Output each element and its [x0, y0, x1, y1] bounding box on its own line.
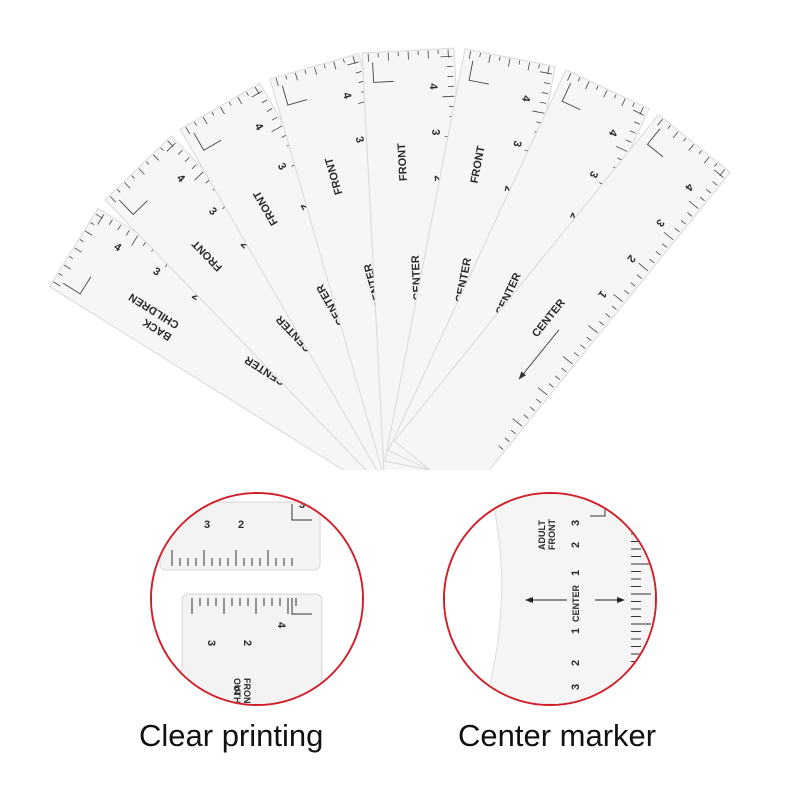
- zoom-clear-printing-detail: 4 3 2 3 3 2 4 OUTH FRONT 2: [152, 494, 362, 704]
- ruler-number: 3: [587, 169, 600, 180]
- ruler-number: 3: [151, 265, 163, 278]
- ruler-number: 2: [190, 290, 202, 303]
- zoom-clear-printing: 4 3 2 3 3 2 4 OUTH FRONT 2: [150, 492, 364, 706]
- arrow-down-icon: [518, 371, 526, 380]
- ruler-number: 3: [353, 135, 366, 144]
- zoom-left-num-6: 2: [241, 640, 253, 646]
- zoom-left-num-3: 2: [238, 519, 244, 531]
- ruler-size-label: FRONT: [396, 143, 410, 182]
- zoom-right-num-3: 1: [570, 570, 582, 576]
- zoom-left-num-1: 4: [174, 519, 181, 531]
- ruler-number: 3: [510, 139, 523, 147]
- zoom-right-label-b: FRONT: [547, 519, 557, 550]
- zoom-right-num-6: 3: [570, 684, 582, 690]
- zoom-left-num-4: 3: [299, 499, 305, 511]
- ruler-number: 2: [432, 175, 444, 182]
- zoom-left-label-b: FRONT: [242, 678, 252, 704]
- zoom-right-num-1: 3: [570, 520, 582, 526]
- caption-clear-printing: Clear printing: [139, 718, 324, 753]
- zoom-right-label-a: ADULT: [537, 520, 547, 550]
- zoom-left-label-a: OUTH: [232, 678, 242, 704]
- zoom-left-num-7: 4: [275, 622, 287, 629]
- zoom-left-num-5: 3: [205, 640, 217, 646]
- ruler-number: 2: [502, 185, 515, 193]
- zoom-left-tail: 2: [234, 685, 240, 697]
- ruler-number: 3: [429, 129, 441, 136]
- ruler-number: 4: [427, 83, 439, 91]
- ruler-fan: 4321CENTERCHILDRENBACK4321CENTERFRONT432…: [48, 47, 731, 470]
- caption-center-marker: Center marker: [458, 718, 657, 753]
- arrow-right-icon: [617, 597, 625, 603]
- ruler-number: 4: [340, 91, 353, 101]
- zoom-left-num-2: 3: [204, 519, 210, 531]
- arrow-left-icon: [525, 597, 533, 603]
- zoom-right-num-5: 2: [570, 660, 582, 666]
- zoom-right-num-4: 1: [570, 628, 582, 634]
- ruler-number: 2: [298, 201, 311, 212]
- zoom-center-marker-detail: ADULT FRONT 3 2 1 CENTER 1 2 3: [445, 494, 655, 704]
- ruler-number: 2: [567, 211, 580, 222]
- ruler-number: 4: [606, 127, 620, 138]
- ruler-number: 3: [275, 161, 288, 172]
- zoom-right-center: CENTER: [571, 584, 581, 622]
- zoom-center-marker: ADULT FRONT 3 2 1 CENTER 1 2 3: [443, 492, 657, 706]
- ruler-number: 4: [519, 94, 532, 103]
- zoom-right-num-2: 2: [570, 542, 582, 548]
